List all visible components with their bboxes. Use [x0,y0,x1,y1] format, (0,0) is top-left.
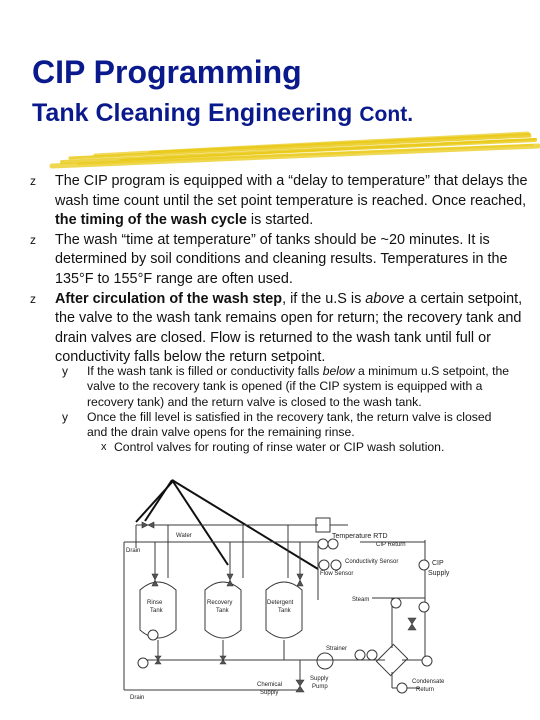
bullet-marker: y [62,364,68,378]
label-supply-pump-2: Pump [312,684,328,690]
sub-bullet-item: y Once the fill level is satisfied in the… [62,410,512,441]
slide-subtitle: Tank Cleaning Engineering Cont. [32,99,413,128]
recovery-tank-shape [204,581,242,639]
bullet-text-run: is started. [246,212,314,229]
rinse-tank-label-2: Tank [150,608,164,614]
label-chemical-1: Chemical [257,682,282,688]
sub-bullet-item: x Control valves for routing of rinse wat… [62,440,512,455]
bullet-marker: z [30,232,36,247]
subtitle-suffix: Cont. [359,103,414,126]
supply-pump-shape [316,652,334,670]
subtitle-text: Tank Cleaning Engineering [32,99,353,127]
bullet-marker: x [101,441,107,454]
rinse-tank-label-1: Rinse [147,600,163,606]
rinse-tank-shape [139,581,177,639]
label-condensate-1: Condensate [412,679,445,685]
bullet-text-run: above [365,290,405,307]
sub-bullet-list: y If the wash tank is filled or conductiv… [62,364,512,456]
bullet-text-run: The wash “time at temperature” of tanks … [55,231,508,287]
bullet-list: z The CIP program is equipped with a “del… [30,172,530,368]
bullet-item: z The CIP program is equipped with a “del… [30,172,530,231]
label-temperature-rtd: Temperature RTD [332,533,388,540]
bullet-marker: z [30,291,36,306]
bullet-text-run: If the wash tank is filled or conductivi… [87,364,323,378]
label-drain-top: Drain [126,548,140,554]
recovery-tank-label-1: Recovery [207,600,232,606]
sub-bullet-item: y If the wash tank is filled or conductiv… [62,364,512,410]
label-steam: Steam [352,597,369,603]
label-supply-pump-1: Supply [310,676,328,682]
label-cip-return: CIP Return [376,542,406,548]
label-strainer: Strainer [326,646,347,652]
bullet-text-run: The CIP program is equipped with a “dela… [55,173,528,209]
label-condensate-2: Return [416,687,434,693]
bullet-text-run: a minimum u.S setpoint, the valve to the… [87,364,510,409]
bullet-text-run: Control valves for routing of rinse wate… [114,440,445,455]
detergent-tank-shape [265,581,303,639]
detergent-tank-label-2: Tank [278,608,292,614]
callout-lines [135,479,319,570]
bullet-text-run: a certain setpoint, the valve to the was… [55,290,523,366]
rtd-sensor [315,517,331,533]
label-conductivity-sensor: Conductivity Sensor [345,559,398,565]
label-water: Water [176,533,192,539]
label-cip-supply-1: CIP [432,560,444,567]
label-drain-bottom: Drain [130,695,144,701]
bullet-marker: y [62,409,68,424]
recovery-tank-label-2: Tank [216,608,230,614]
bullet-text-run: After circulation of the wash step [55,290,283,307]
label-chemical-2: Supply [260,690,278,696]
bullet-text-run: Once the fill level is satisfied in the … [87,409,492,440]
bullet-marker: z [30,174,36,188]
bullet-item: z After circulation of the wash step, if … [30,290,530,368]
bullet-text-run: , if the u.S is [282,290,366,307]
label-cip-supply-2: Supply [428,570,450,577]
slide-title: CIP Programming [32,54,302,90]
bullet-text-run: the timing of the wash cycle [55,212,247,229]
heat-exchanger-shape [375,643,409,677]
detergent-tank-label-1: Detergent [267,600,294,606]
label-flow-sensor: Flow Sensor [320,571,353,577]
bullet-text-run: below [322,364,355,378]
bullet-item: z The wash “time at temperature” of tanks… [30,231,530,290]
